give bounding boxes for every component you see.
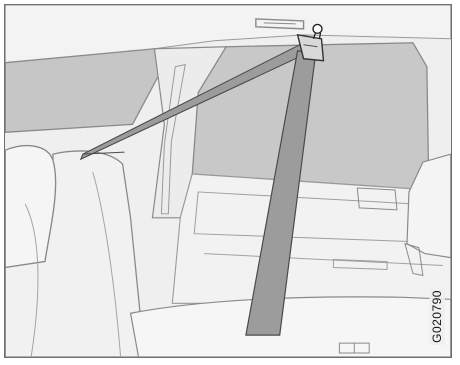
car-interior-drawing — [5, 5, 451, 357]
figure-code: G020790 — [429, 288, 445, 345]
rear-left-window — [5, 49, 164, 133]
seat-belt-illustration: G020790 — [4, 4, 452, 358]
seat-cushion — [131, 297, 451, 357]
